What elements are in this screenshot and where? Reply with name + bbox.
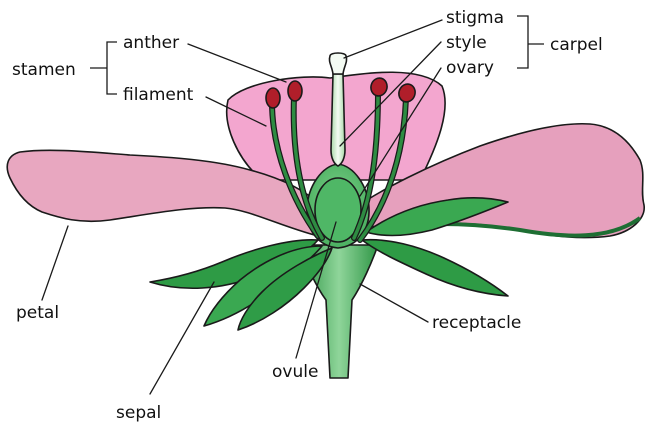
- stigma-shape: [329, 53, 346, 74]
- label-stigma: stigma: [446, 8, 504, 28]
- label-style: style: [446, 33, 487, 53]
- carpel-bracket: [517, 16, 544, 68]
- leader-receptacle: [360, 284, 428, 322]
- label-ovary: ovary: [446, 58, 494, 78]
- label-receptacle: receptacle: [432, 313, 521, 333]
- leader-stigma: [344, 20, 442, 58]
- anther-1: [266, 88, 280, 108]
- label-petal: petal: [16, 303, 59, 323]
- leader-anther: [188, 44, 286, 82]
- label-ovule: ovule: [272, 362, 318, 382]
- label-carpel: carpel: [550, 35, 603, 55]
- label-stamen: stamen: [12, 60, 76, 80]
- anther-2: [288, 81, 302, 101]
- leader-petal: [42, 226, 68, 300]
- label-anther: anther: [123, 33, 179, 53]
- label-sepal: sepal: [116, 403, 161, 423]
- stamen-bracket: [90, 42, 117, 94]
- sepal-right: [362, 240, 508, 296]
- label-filament: filament: [123, 85, 194, 105]
- leader-sepal: [150, 282, 214, 394]
- style-shape: [331, 74, 345, 166]
